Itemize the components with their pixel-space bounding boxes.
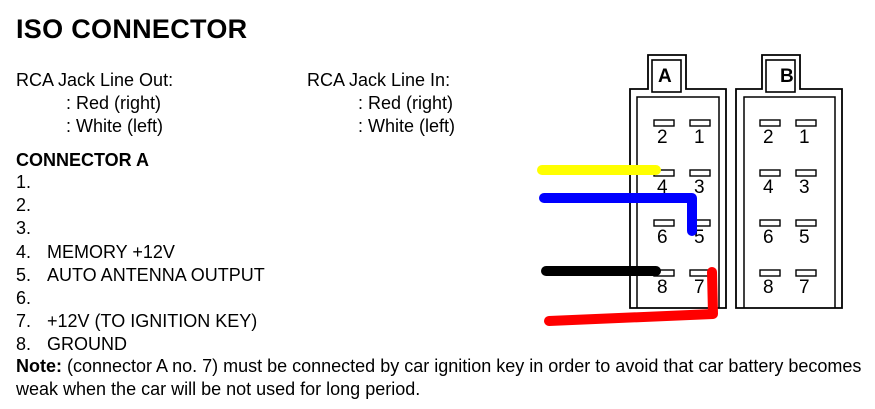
- pin-number: 3.: [16, 218, 32, 239]
- connector-a-pin-slot: [653, 219, 675, 227]
- connector-b-pin-slot: [795, 219, 817, 227]
- connector-b-pin-number: 8: [763, 277, 774, 298]
- connector-a-pin-number: 3: [694, 177, 705, 198]
- pin-list-item: 6.: [16, 287, 265, 310]
- pin-label: +12V (TO IGNITION KEY): [47, 311, 258, 332]
- pin-label: MEMORY +12V: [47, 241, 175, 262]
- connector-a-pin-number: 7: [694, 277, 705, 298]
- pin-number: 7.: [16, 311, 32, 332]
- connector-a-pin-list: 1. 2. 3. 4. MEMORY +12V 5. AUTO ANTENNA OU…: [16, 171, 265, 357]
- connector-a-pin-number: 8: [657, 277, 668, 298]
- note-text: (connector A no. 7) must be connected by…: [16, 356, 862, 399]
- connector-a-housing: [629, 54, 727, 309]
- connector-b-pin-number: 5: [799, 227, 810, 248]
- pin-number: 4.: [16, 241, 32, 262]
- pin-list-item: 2.: [16, 194, 265, 217]
- connector-a-tab: [651, 59, 682, 93]
- rca-line-in-heading: RCA Jack Line In:: [307, 70, 451, 90]
- red-wire: [544, 267, 718, 326]
- connector-a-heading: CONNECTOR A: [16, 150, 150, 170]
- connector-b-tab: [765, 59, 796, 93]
- connector-a-label: A: [658, 66, 672, 87]
- connector-a-pin-slot: [689, 119, 711, 127]
- connector-b-pins: 2 1 4 3 6 5 8 7: [759, 119, 817, 298]
- connector-b-pin-number: 2: [763, 127, 774, 148]
- connector-b-pin-slot: [759, 169, 781, 177]
- rca-line-out-red: : Red (right): [66, 93, 162, 113]
- rca-line-in-red: : Red (right): [358, 93, 454, 113]
- pin-number: 8.: [16, 334, 32, 355]
- pin-list-item: 3.: [16, 217, 265, 240]
- note-paragraph: Note: (connector A no. 7) must be connec…: [16, 355, 866, 401]
- connector-b-pin-number: 7: [799, 277, 810, 298]
- connector-b-pin-number: 1: [799, 127, 810, 148]
- connector-b-inner-wall: [743, 96, 836, 308]
- pin-number: 1.: [16, 172, 32, 192]
- rca-line-in-white: : White (left): [358, 116, 456, 136]
- pin-number: 2.: [16, 195, 32, 216]
- pin-label: AUTO ANTENNA OUTPUT: [47, 264, 265, 285]
- pin-list-item: 7. +12V (TO IGNITION KEY): [16, 310, 265, 333]
- connector-b-pin-slot: [759, 219, 781, 227]
- page-title: ISO CONNECTOR: [16, 14, 248, 44]
- connector-b-pin-slot: [795, 169, 817, 177]
- pin-label: GROUND: [47, 334, 127, 355]
- connector-b-pin-number: 3: [799, 177, 810, 198]
- connector-b-pin-slot: [795, 119, 817, 127]
- pin-list-item: 1.: [16, 171, 265, 194]
- pin-list-item: 4. MEMORY +12V: [16, 241, 265, 264]
- connector-a-pin-number: 6: [657, 227, 668, 248]
- connector-a-pin-number: 5: [694, 227, 705, 248]
- connector-b-pin-slot: [795, 269, 817, 277]
- pin-list-item: 8. GROUND: [16, 333, 265, 356]
- connector-a-pin-slot: [689, 169, 711, 177]
- connector-b-pin-number: 4: [763, 177, 774, 198]
- connector-a-pin-number: 1: [694, 127, 705, 148]
- connector-b-pin-slot: [759, 269, 781, 277]
- connector-b-pin-slot: [759, 119, 781, 127]
- pin-number: 5.: [16, 264, 32, 285]
- note-label: Note:: [16, 356, 62, 376]
- connector-a-pin-number: 2: [657, 127, 668, 148]
- rca-line-out-heading: RCA Jack Line Out:: [16, 70, 174, 90]
- pin-list-item: 5. AUTO ANTENNA OUTPUT: [16, 264, 265, 287]
- connector-b-housing: [735, 54, 843, 309]
- rca-line-out-white: : White (left): [66, 116, 164, 136]
- blue-wire: [539, 193, 697, 236]
- pin-number: 6.: [16, 288, 32, 309]
- connector-a-pin-slot: [653, 119, 675, 127]
- connector-b-pin-number: 6: [763, 227, 774, 248]
- connector-a-pin-number: 4: [657, 177, 668, 198]
- connector-b-label: B: [780, 66, 794, 87]
